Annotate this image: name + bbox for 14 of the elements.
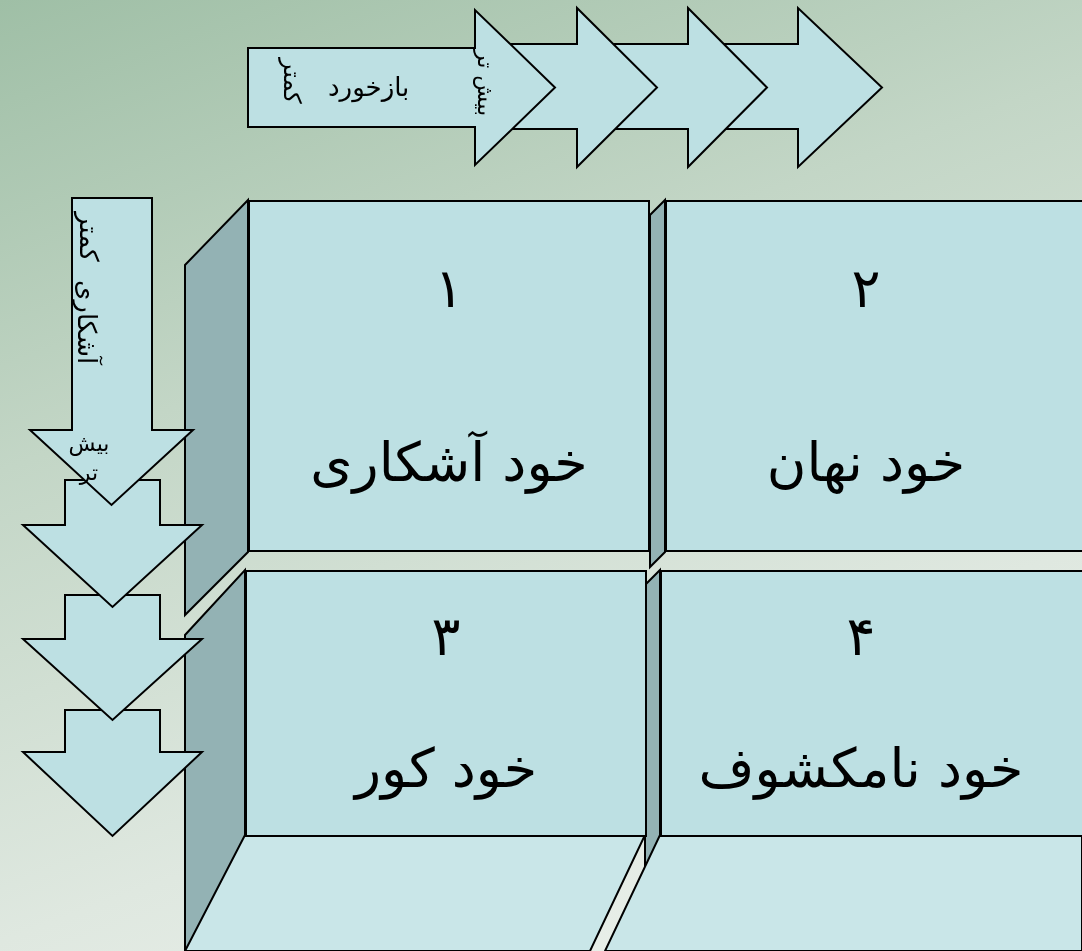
quadrant-box [245, 570, 647, 837]
quadrant-box [248, 200, 650, 552]
quadrant-box [660, 570, 1082, 837]
quadrant-title: خود نامکشوف [698, 736, 1024, 802]
quadrant-number: ۲ [851, 256, 881, 322]
quadrant-title: خود کور [354, 736, 538, 802]
quadrant-title: خود آشکاری [310, 430, 588, 496]
arrow-end-text: کمتر [280, 58, 304, 104]
arrow-end-text: بیش تر [474, 50, 496, 117]
quadrant-box [665, 200, 1082, 552]
quadrant-number: ۱ [434, 256, 464, 322]
quadrant-title: خود نهان [766, 430, 966, 496]
quadrant-number: ۳ [431, 605, 461, 671]
quadrant-number: ۴ [846, 605, 876, 671]
